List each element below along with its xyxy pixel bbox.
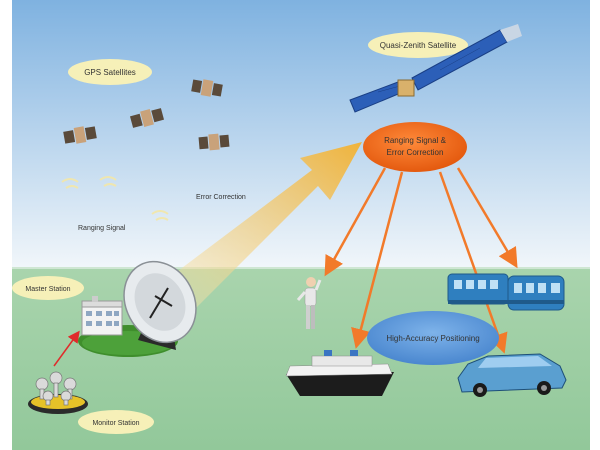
ranging-error-correction-bubble: Ranging Signal & Error Correction (363, 122, 467, 172)
person-icon (296, 277, 322, 329)
satellite-icon (129, 108, 165, 128)
car-icon (457, 353, 567, 397)
master-station-label: Master Station (12, 276, 84, 300)
qzss-satellite-label: Quasi-Zenith Satellite (368, 32, 468, 58)
satellite-icon (63, 126, 97, 144)
broadcast-arrows (324, 167, 518, 354)
svg-text:Monitor Station: Monitor Station (92, 420, 139, 427)
qzss-satellite-icon (349, 24, 522, 113)
high-accuracy-positioning-bubble: High-Accuracy Positioning (367, 311, 499, 365)
satellite-icon (191, 79, 223, 97)
svg-text:GPS Satellites: GPS Satellites (84, 68, 136, 77)
ship-icon (285, 350, 394, 396)
svg-text:Error Correction: Error Correction (387, 148, 444, 157)
svg-text:High-Accuracy Positioning: High-Accuracy Positioning (386, 334, 479, 343)
satellite-icon (198, 133, 230, 151)
monitor-to-master-arrow (53, 330, 80, 367)
monitor-station-label: Monitor Station (78, 410, 154, 434)
ranging-signal-label: Ranging Signal (78, 225, 126, 232)
error-correction-label: Error Correction (196, 194, 246, 201)
svg-text:Master Station: Master Station (25, 286, 70, 293)
signal-waves (61, 176, 169, 221)
gps-satellites-label: GPS Satellites (68, 59, 152, 85)
train-icon (447, 273, 565, 311)
uplink-beam-arrow (162, 142, 362, 308)
monitor-antennas-icon (28, 371, 88, 414)
svg-text:Ranging Signal &: Ranging Signal & (384, 136, 446, 145)
dish-antenna-icon (123, 260, 197, 350)
svg-text:Quasi-Zenith Satellite: Quasi-Zenith Satellite (380, 41, 457, 50)
